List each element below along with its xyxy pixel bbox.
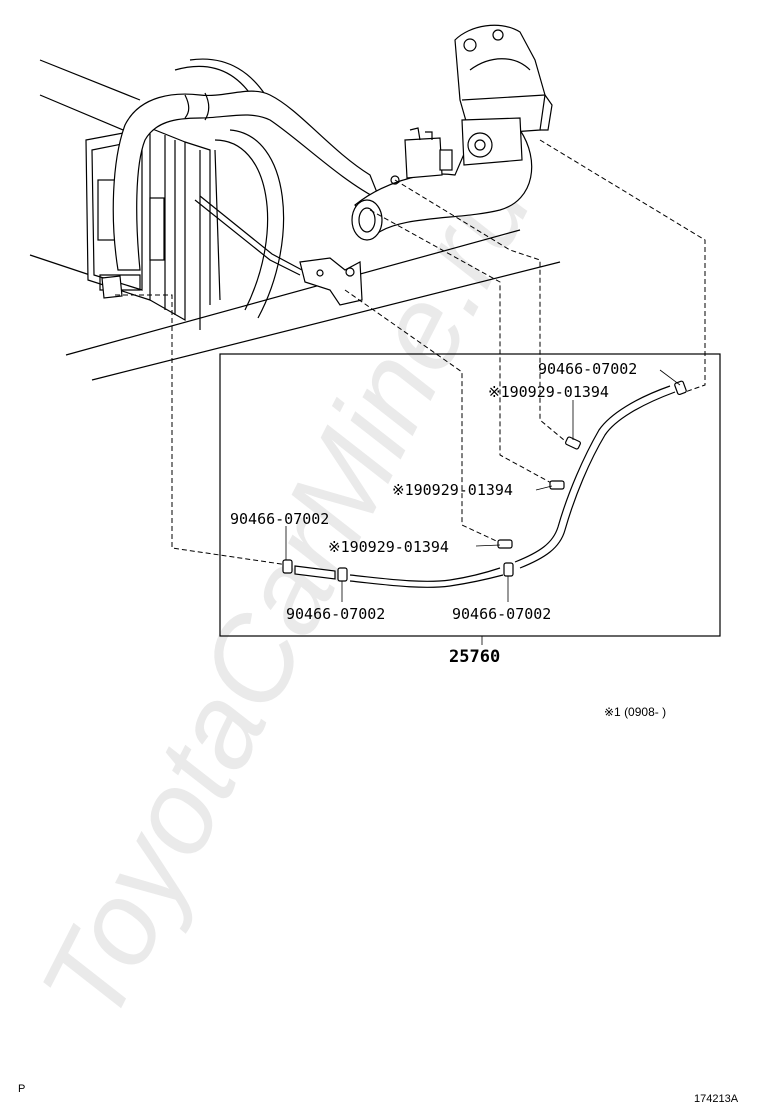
callout-leaders [285,369,681,602]
vacuum-hose-assembly[interactable] [294,385,676,588]
hose-clamp-icon[interactable] [282,559,293,574]
hose-clamp-icon[interactable] [674,380,687,396]
engine-illustration [29,24,561,381]
leader-lines [115,139,706,566]
footnote: ※1 (0908- ) [604,705,666,719]
hose-connector-icon[interactable] [549,480,565,490]
part-label-connector[interactable]: ※190929-01394 [392,481,513,499]
part-label-clamp[interactable]: 90466-07002 [452,605,551,623]
hose-connector-icon[interactable] [497,539,513,549]
assembly-part-number[interactable]: 25760 [449,647,500,667]
part-label-connector[interactable]: ※190929-01394 [488,383,609,401]
illustration-number: 174213A [694,1093,739,1105]
assembly-frame [219,353,721,637]
hose-clamp-icon[interactable] [337,567,348,582]
part-label-connector[interactable]: ※190929-01394 [328,538,449,556]
part-label-clamp[interactable]: 90466-07002 [286,605,385,623]
part-label-clamp[interactable]: 90466-07002 [230,510,329,528]
corner-label: P [18,1083,25,1095]
watermark: ToyotaCarMine.ru [16,150,557,1042]
part-label-clamp[interactable]: 90466-07002 [538,360,637,378]
hose-clamp-icon[interactable] [503,562,514,577]
hose-connector-icon[interactable] [565,436,581,450]
